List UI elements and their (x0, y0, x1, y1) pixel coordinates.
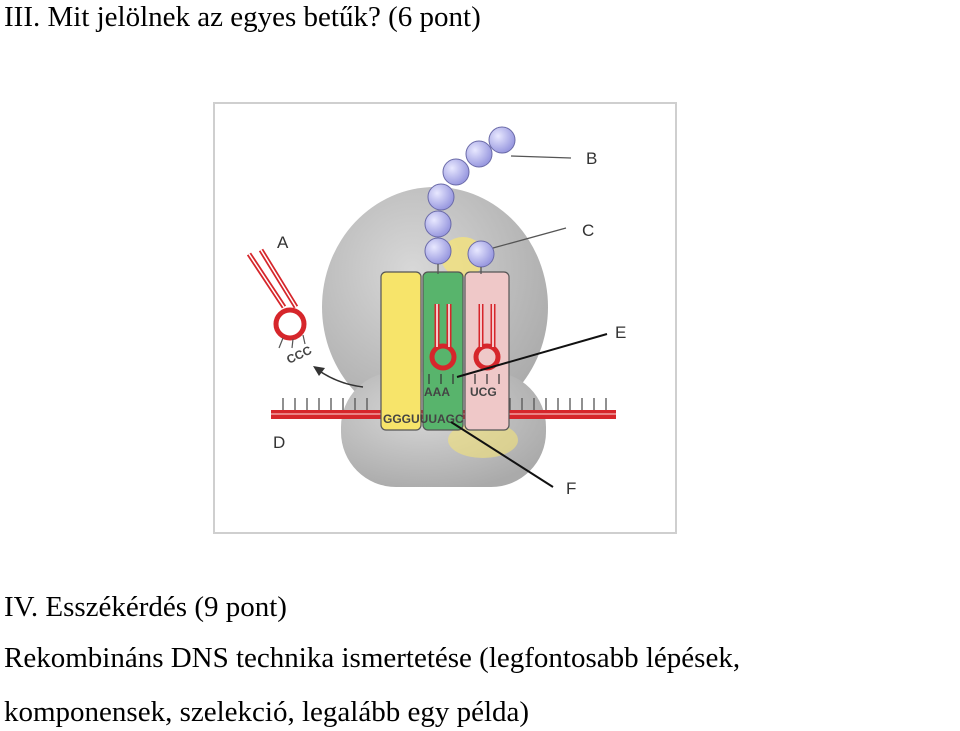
p-site-anticodon: AAA (424, 385, 450, 399)
exit-site-trna (380, 271, 422, 431)
section-4-heading: IV. Esszékérdés (9 pont) (4, 591, 287, 623)
label-c: C (582, 221, 594, 240)
pointer-c (492, 227, 567, 249)
essay-prompt-line-1: Rekombináns DNS technika ismertetése (le… (4, 642, 741, 674)
label-e: E (615, 323, 626, 342)
a-site-trna (464, 271, 510, 431)
polypeptide-chain (424, 126, 516, 265)
mrna-codons: GGGUUUAGC (383, 412, 464, 426)
ribosome-translation-diagram: AAA UCG GGGUUUAGC CCC A B C D E F (213, 102, 677, 534)
pointer-b (510, 155, 572, 159)
amino-acid-c (467, 240, 495, 268)
label-b: B (586, 149, 597, 168)
label-a: A (277, 233, 289, 252)
pointer-f (450, 421, 554, 488)
label-f: F (566, 479, 576, 498)
label-d: D (273, 433, 285, 452)
essay-prompt-line-2: komponensek, szelekció, legalább egy pél… (4, 696, 530, 728)
section-3-heading: III. Mit jelölnek az egyes betűk? (6 pon… (4, 1, 481, 33)
p-site-trna (422, 271, 464, 431)
pointer-e (456, 333, 608, 378)
mrna-ticks (282, 398, 607, 410)
a-site-anticodon: UCG (470, 385, 497, 399)
